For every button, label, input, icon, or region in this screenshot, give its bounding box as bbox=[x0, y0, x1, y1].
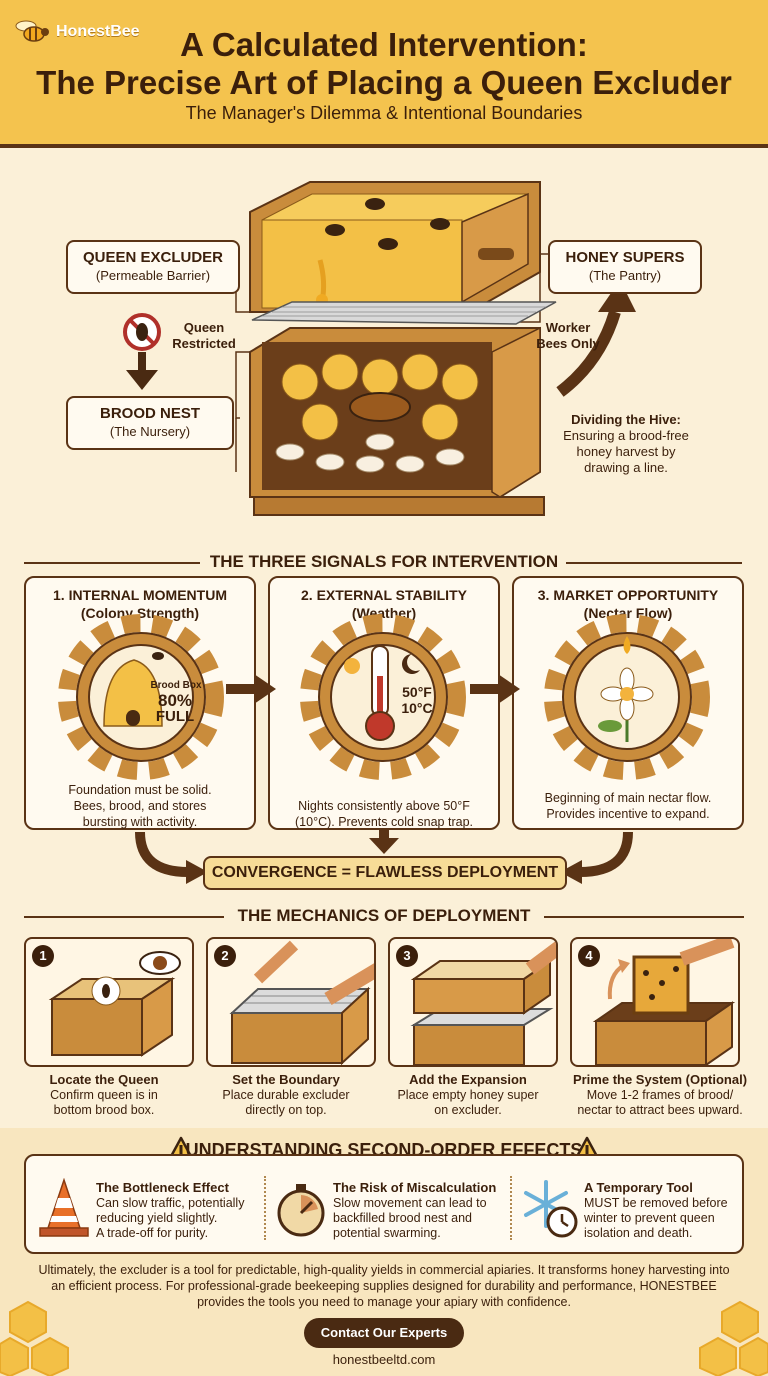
temp-f: 50°F bbox=[402, 684, 432, 700]
traffic-cone-icon bbox=[39, 1178, 89, 1237]
step-number: 4 bbox=[578, 945, 600, 967]
effects-separator-2 bbox=[510, 1176, 512, 1240]
honeycomb-decoration-right bbox=[699, 1300, 768, 1376]
dividing-hive-note: Dividing the Hive: Ensuring a brood-free… bbox=[563, 412, 689, 475]
excluder-placement-icon bbox=[229, 940, 374, 1065]
step-card-2: 2 bbox=[206, 937, 376, 1067]
step-card-1: 1 bbox=[24, 937, 194, 1067]
signals-heading: THE THREE SIGNALS FOR INTERVENTION bbox=[209, 552, 559, 571]
stopwatch-icon bbox=[277, 1184, 325, 1237]
page-subtitle: The Manager's Dilemma & Intentional Boun… bbox=[185, 103, 583, 123]
step-title-1: Locate the Queen bbox=[49, 1072, 159, 1087]
website-link[interactable]: honestbeeltd.com bbox=[332, 1352, 436, 1367]
bee-logo-icon bbox=[15, 20, 49, 42]
effect-title-2: The Risk of Miscalculation bbox=[333, 1180, 497, 1195]
header-banner: HonestBee A Calculated Intervention: The… bbox=[0, 0, 768, 148]
temp-c: 10°C bbox=[401, 700, 433, 716]
signal-arrows bbox=[135, 674, 633, 884]
honeycomb-decoration-left bbox=[0, 1300, 69, 1376]
effects-panel bbox=[24, 1154, 744, 1254]
brood-box-fill-label: Brood Box bbox=[150, 680, 202, 691]
signals-divider-left bbox=[24, 562, 200, 564]
effect-title-1: The Bottleneck Effect bbox=[96, 1180, 229, 1195]
brood-percent: 80% bbox=[157, 691, 193, 710]
step-desc-4: Move 1-2 frames of brood/nectar to attra… bbox=[577, 1088, 743, 1117]
gear-icon-1 bbox=[58, 614, 224, 780]
page-title-line1: A Calculated Intervention: bbox=[180, 26, 588, 63]
page-title-line2: The Precise Art of Placing a Queen Exclu… bbox=[36, 64, 732, 101]
effects-separator-1 bbox=[264, 1176, 266, 1240]
closing-paragraph: Ultimately, the excluder is a tool for p… bbox=[38, 1263, 730, 1309]
gear-icon-3 bbox=[544, 614, 710, 780]
step-number: 3 bbox=[396, 945, 418, 967]
step-title-3: Add the Expansion bbox=[409, 1072, 527, 1087]
step-number: 1 bbox=[32, 945, 54, 967]
honey-supers-label: HONEY SUPERS (The Pantry) bbox=[548, 240, 702, 294]
step-number: 2 bbox=[214, 945, 236, 967]
logo-text: HonestBee bbox=[56, 23, 140, 40]
hive-illustration bbox=[123, 181, 636, 516]
contact-experts-button[interactable]: Contact Our Experts bbox=[304, 1318, 464, 1348]
deployment-divider-right bbox=[544, 916, 744, 918]
step-card-4: 4 bbox=[570, 937, 740, 1067]
honey-super-icon bbox=[410, 940, 556, 1065]
brood-nest-label: BROOD NEST (The Nursery) bbox=[66, 396, 234, 450]
step-title-2: Set the Boundary bbox=[232, 1072, 340, 1087]
step-card-3: 3 bbox=[388, 937, 558, 1067]
deployment-divider-left bbox=[24, 916, 224, 918]
frame-transfer-icon bbox=[592, 939, 736, 1065]
convergence-banner: CONVERGENCE = FLAWLESS DEPLOYMENT bbox=[203, 856, 567, 890]
logo[interactable]: HonestBee bbox=[12, 18, 140, 46]
signals-divider-right bbox=[566, 562, 742, 564]
hive-box-eye-icon bbox=[48, 951, 181, 1057]
snowflake-clock-icon bbox=[524, 1180, 578, 1238]
queen-excluder-label: QUEEN EXCLUDER (Permeable Barrier) bbox=[66, 240, 240, 294]
step-title-4: Prime the System (Optional) bbox=[572, 1072, 748, 1087]
deployment-heading: THE MECHANICS OF DEPLOYMENT bbox=[237, 906, 531, 925]
effect-title-3: A Temporary Tool bbox=[584, 1180, 693, 1195]
gear-icon-2 bbox=[300, 614, 466, 780]
brood-full: FULL bbox=[155, 708, 195, 725]
